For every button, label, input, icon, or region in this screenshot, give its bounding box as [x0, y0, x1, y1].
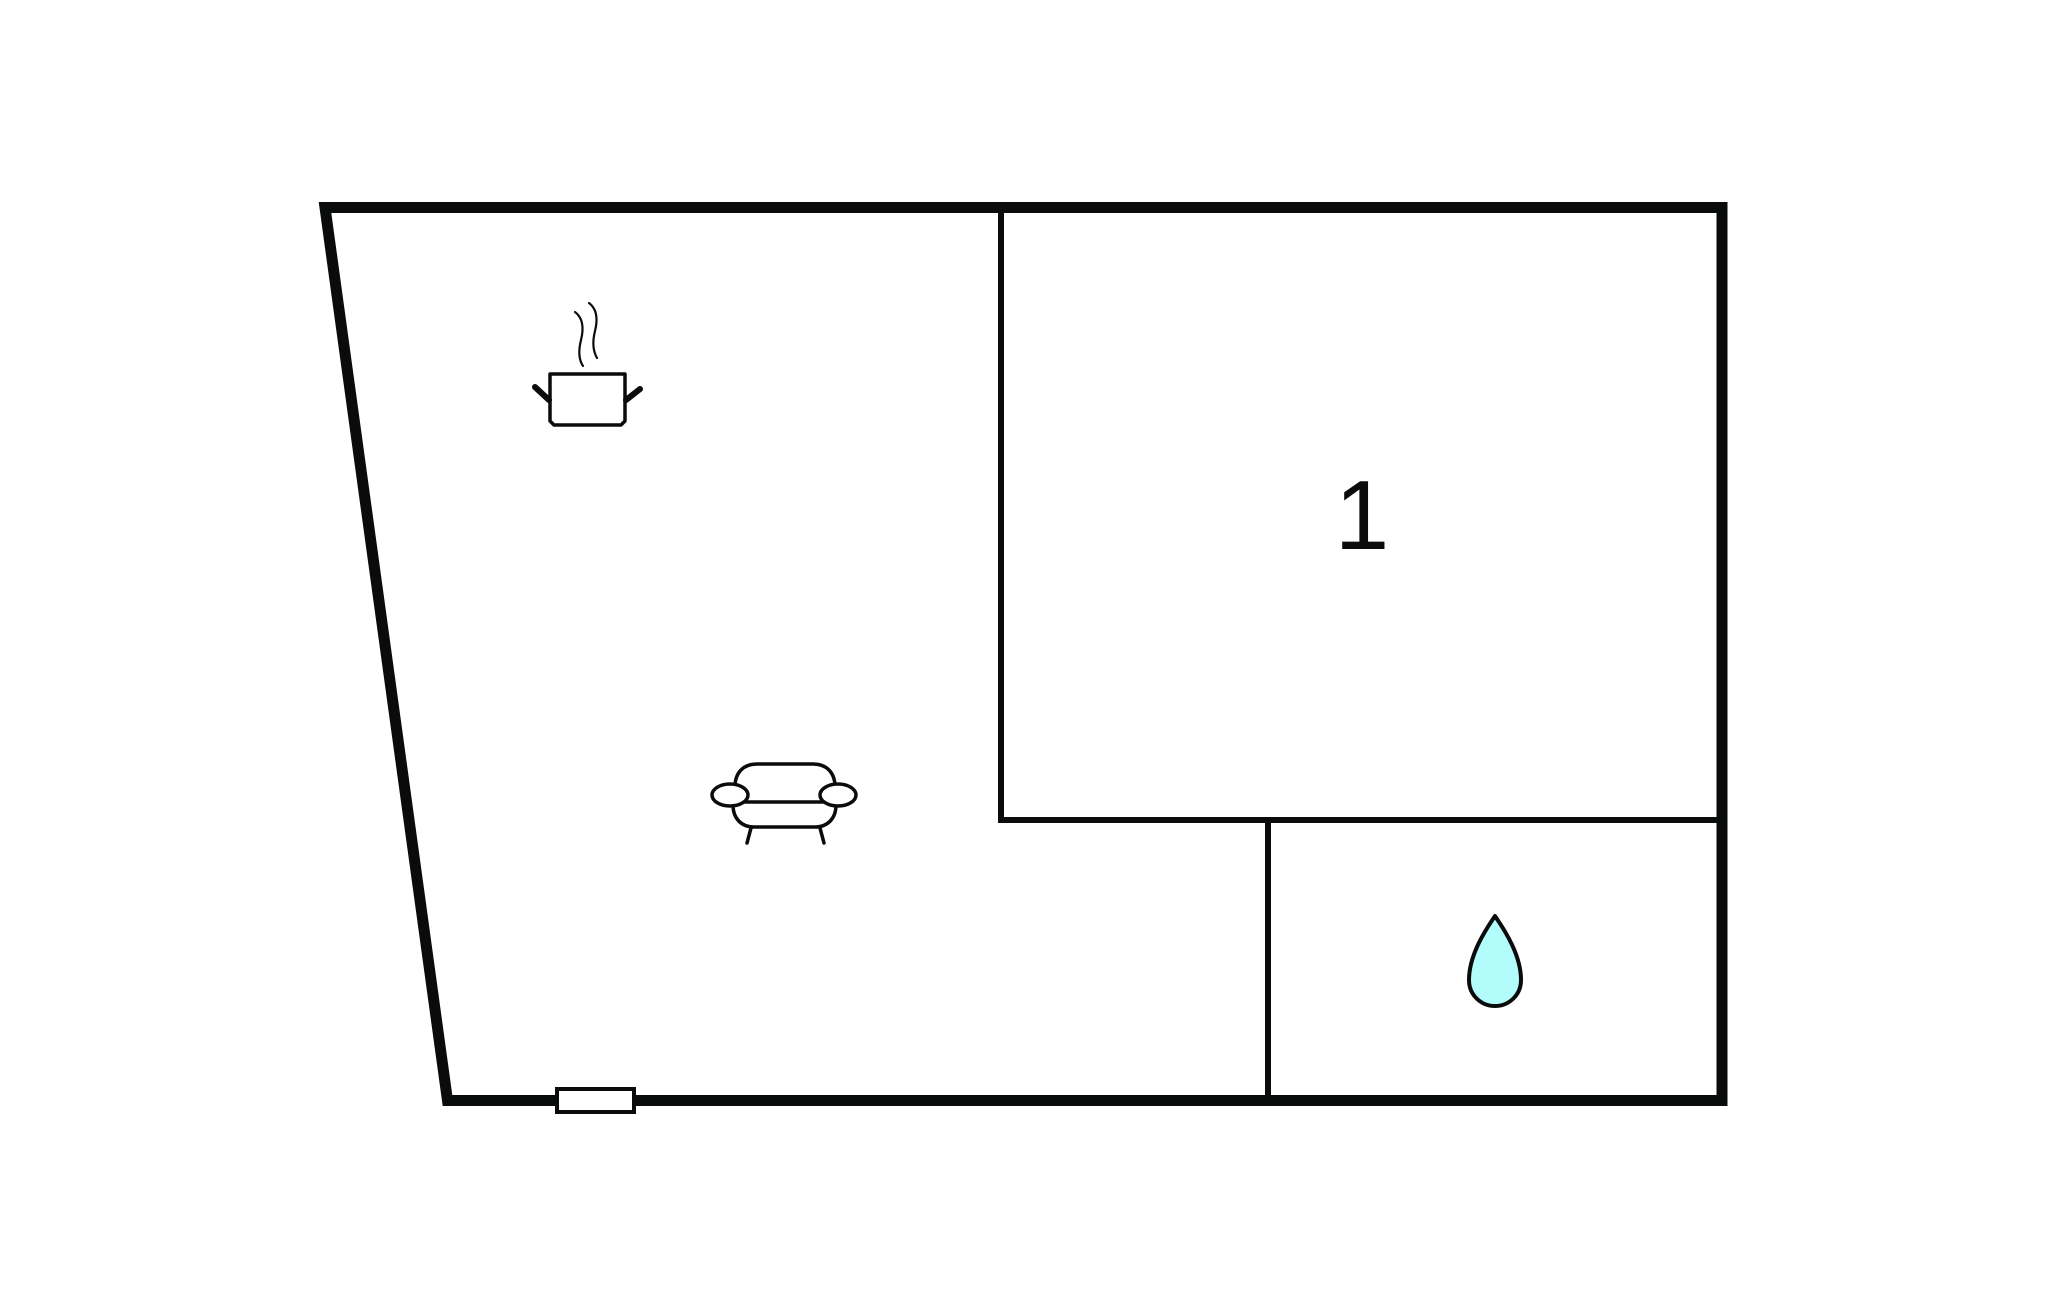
room-label-bedroom: 1 — [1335, 460, 1390, 570]
exterior-wall — [318, 202, 1728, 1106]
interior-walls — [998, 212, 1718, 1096]
cooking-pot-icon — [532, 301, 643, 427]
window — [555, 1087, 636, 1114]
sofa-icon — [710, 762, 858, 845]
water-drop-icon — [1467, 914, 1523, 1008]
